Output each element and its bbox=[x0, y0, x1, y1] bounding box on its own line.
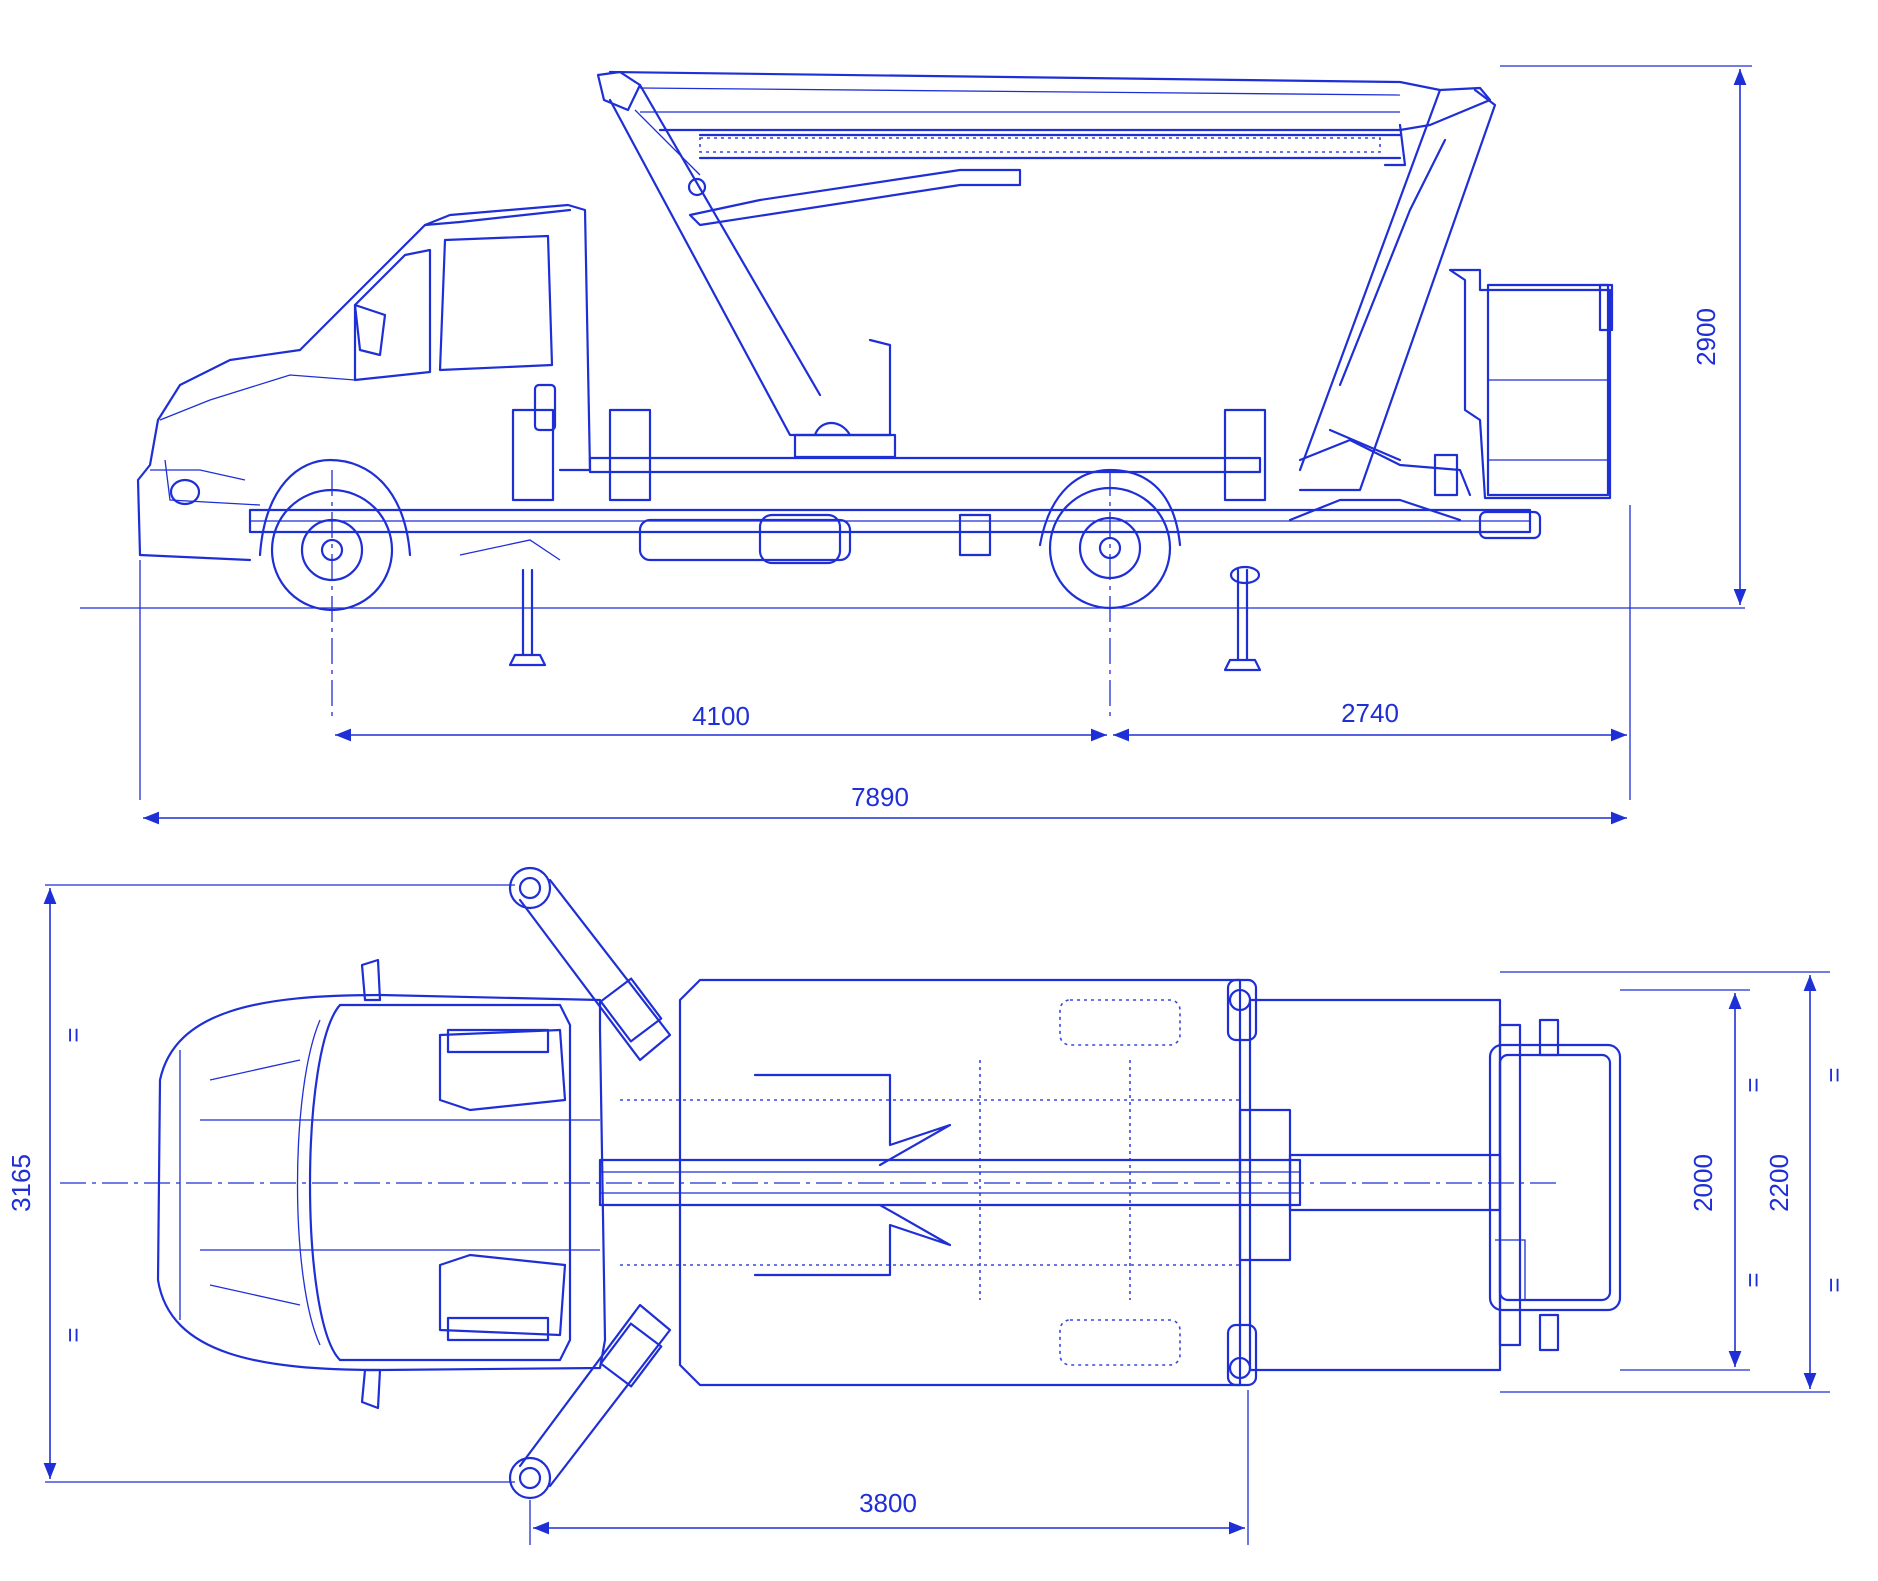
dim-total-length: 7890 bbox=[851, 782, 909, 812]
equal-mark-outer-bottom: = bbox=[1819, 1277, 1849, 1292]
cab bbox=[136, 203, 592, 562]
jib-arm bbox=[1298, 88, 1497, 497]
front-wheel bbox=[258, 458, 412, 612]
basket-side bbox=[1448, 268, 1614, 500]
basket-top bbox=[1488, 1043, 1622, 1312]
side-view: 4100 2740 7890 2900 bbox=[80, 65, 1752, 825]
front-outrigger-arms bbox=[508, 866, 672, 1500]
front-outrigger bbox=[508, 408, 652, 667]
dim-overall-width: 2200 bbox=[1764, 1154, 1794, 1212]
equal-mark-left-top: = bbox=[58, 1027, 88, 1042]
dim-outrigger-distance: 3800 bbox=[859, 1488, 917, 1518]
dim-rear-overhang: 2740 bbox=[1341, 698, 1399, 728]
equal-mark-inner-bottom: = bbox=[1738, 1272, 1768, 1287]
upper-boom bbox=[608, 70, 1492, 167]
rear-outriggers-top bbox=[1226, 978, 1258, 1387]
equal-mark-outer-top: = bbox=[1819, 1067, 1849, 1082]
lower-boom bbox=[596, 70, 1022, 459]
equal-mark-left-bottom: = bbox=[58, 1327, 88, 1342]
dim-height: 2900 bbox=[1691, 308, 1721, 366]
top-view: 3165 = = 3800 2000 = = 2200 = = bbox=[6, 866, 1849, 1545]
rear-outrigger bbox=[1223, 408, 1267, 672]
boom-top bbox=[598, 1073, 1502, 1277]
chassis bbox=[248, 456, 1542, 565]
dim-outrigger-span: 3165 bbox=[6, 1154, 36, 1212]
dim-basket-width: 2000 bbox=[1688, 1154, 1718, 1212]
equal-mark-inner-top: = bbox=[1738, 1077, 1768, 1092]
dim-wheelbase: 4100 bbox=[692, 701, 750, 731]
cab-top bbox=[156, 958, 607, 1410]
